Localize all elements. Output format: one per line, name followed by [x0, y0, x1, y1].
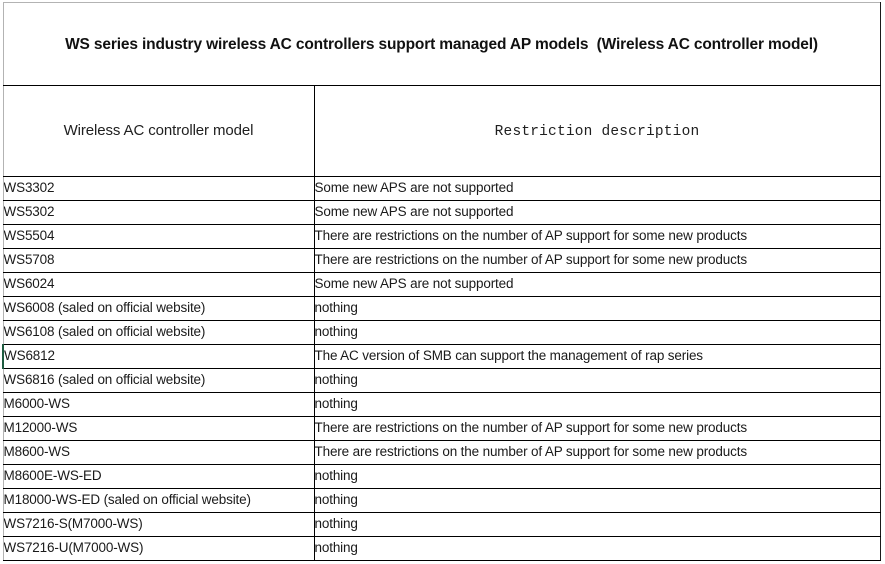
table-row: WS5708 There are restrictions on the num…: [2, 248, 881, 273]
cell-model-text: M12000-WS: [3, 420, 78, 436]
column-header-restriction: Restriction description: [314, 85, 881, 177]
cell-restriction: nothing: [314, 464, 881, 489]
table-row: WS5302 Some new APS are not supported: [2, 200, 881, 225]
cell-restriction-text: nothing: [314, 396, 358, 412]
cell-restriction-text: There are restrictions on the number of …: [314, 444, 748, 460]
table-row: WS7216-S(M7000-WS) nothing: [2, 512, 881, 537]
cell-model: WS6108 (saled on official website): [2, 320, 315, 345]
cell-restriction: nothing: [314, 512, 881, 537]
cell-model-text: WS6816 (saled on official website): [3, 372, 206, 388]
cell-model: WS7216-S(M7000-WS): [2, 512, 315, 537]
cell-model-text: M8600-WS: [3, 444, 70, 460]
cell-model: M12000-WS: [2, 416, 315, 441]
cell-restriction-text: nothing: [314, 372, 358, 388]
table-row: WS7216-U(M7000-WS) nothing: [2, 536, 881, 561]
cell-model: M8600-WS: [2, 440, 315, 465]
cell-restriction-text: The AC version of SMB can support the ma…: [314, 348, 704, 364]
cell-restriction: There are restrictions on the number of …: [314, 248, 881, 273]
cell-model: M18000-WS-ED (saled on official website): [2, 488, 315, 513]
cell-model-text: WS7216-U(M7000-WS): [3, 540, 144, 556]
cell-restriction-text: There are restrictions on the number of …: [314, 420, 748, 436]
title-row: WS series industry wireless AC controlle…: [2, 2, 881, 86]
table-row: WS6024 Some new APS are not supported: [2, 272, 881, 297]
cell-restriction: nothing: [314, 392, 881, 417]
cell-model-text: WS7216-S(M7000-WS): [3, 516, 143, 532]
table-row: WS6108 (saled on official website) nothi…: [2, 320, 881, 345]
cell-restriction: Some new APS are not supported: [314, 176, 881, 201]
cell-model: M6000-WS: [2, 392, 315, 417]
cell-model: WS5302: [2, 200, 315, 225]
cell-restriction-text: There are restrictions on the number of …: [314, 252, 748, 268]
cell-restriction: nothing: [314, 488, 881, 513]
cell-model: WS6812: [2, 344, 315, 369]
cell-restriction-text: nothing: [314, 324, 358, 340]
table-title-cell: WS series industry wireless AC controlle…: [2, 2, 881, 86]
table-row: WS5504 There are restrictions on the num…: [2, 224, 881, 249]
cell-model: WS7216-U(M7000-WS): [2, 536, 315, 561]
table-row: WS3302 Some new APS are not supported: [2, 176, 881, 201]
cell-restriction-text: nothing: [314, 540, 358, 556]
cell-restriction: There are restrictions on the number of …: [314, 440, 881, 465]
table-row: WS6008 (saled on official website) nothi…: [2, 296, 881, 321]
cell-model-text: WS6008 (saled on official website): [3, 300, 206, 316]
cell-restriction: Some new APS are not supported: [314, 272, 881, 297]
cell-restriction-text: Some new APS are not supported: [314, 276, 514, 292]
cell-model-text: M8600E-WS-ED: [3, 468, 102, 484]
column-header-model: Wireless AC controller model: [2, 85, 315, 177]
cell-restriction-text: There are restrictions on the number of …: [314, 228, 748, 244]
cell-model-text: M18000-WS-ED (saled on official website): [3, 492, 251, 508]
cell-model: WS6024: [2, 272, 315, 297]
table-row: M8600E-WS-ED nothing: [2, 464, 881, 489]
cell-restriction-text: nothing: [314, 468, 358, 484]
cell-model: WS6008 (saled on official website): [2, 296, 315, 321]
cell-model: WS5708: [2, 248, 315, 273]
cell-restriction-text: nothing: [314, 516, 358, 532]
cell-model-text: M6000-WS: [3, 396, 70, 412]
cell-restriction: Some new APS are not supported: [314, 200, 881, 225]
cell-model-text: WS6812: [4, 348, 55, 364]
table-row: WS6816 (saled on official website) nothi…: [2, 368, 881, 393]
cell-restriction-text: Some new APS are not supported: [314, 204, 514, 220]
column-header-model-label: Wireless AC controller model: [63, 122, 254, 139]
table-row: M8600-WS There are restrictions on the n…: [2, 440, 881, 465]
cell-model: M8600E-WS-ED: [2, 464, 315, 489]
cell-restriction-text: nothing: [314, 492, 358, 508]
table-row: WS6812 The AC version of SMB can support…: [2, 344, 881, 369]
cell-restriction: nothing: [314, 368, 881, 393]
table-row: M12000-WS There are restrictions on the …: [2, 416, 881, 441]
cell-restriction-text: nothing: [314, 300, 358, 316]
cell-model: WS3302: [2, 176, 315, 201]
page-title: WS series industry wireless AC controlle…: [65, 35, 818, 53]
table-row: M6000-WS nothing: [2, 392, 881, 417]
cell-restriction: The AC version of SMB can support the ma…: [314, 344, 881, 369]
cell-restriction: There are restrictions on the number of …: [314, 224, 881, 249]
cell-model-text: WS5504: [3, 228, 55, 244]
cell-restriction: There are restrictions on the number of …: [314, 416, 881, 441]
cell-model-text: WS5708: [3, 252, 55, 268]
cell-model-text: WS3302: [3, 180, 55, 196]
column-header-restriction-label: Restriction description: [494, 124, 700, 140]
header-row: Wireless AC controller model Restriction…: [2, 85, 881, 177]
cell-restriction: nothing: [314, 320, 881, 345]
cell-model-text: WS6024: [3, 276, 55, 292]
cell-restriction-text: Some new APS are not supported: [314, 180, 514, 196]
cell-restriction: nothing: [314, 536, 881, 561]
cell-model-text: WS6108 (saled on official website): [3, 324, 206, 340]
cell-model: WS5504: [2, 224, 315, 249]
cell-restriction: nothing: [314, 296, 881, 321]
cell-model: WS6816 (saled on official website): [2, 368, 315, 393]
table-row: M18000-WS-ED (saled on official website)…: [2, 488, 881, 513]
cell-model-text: WS5302: [3, 204, 55, 220]
